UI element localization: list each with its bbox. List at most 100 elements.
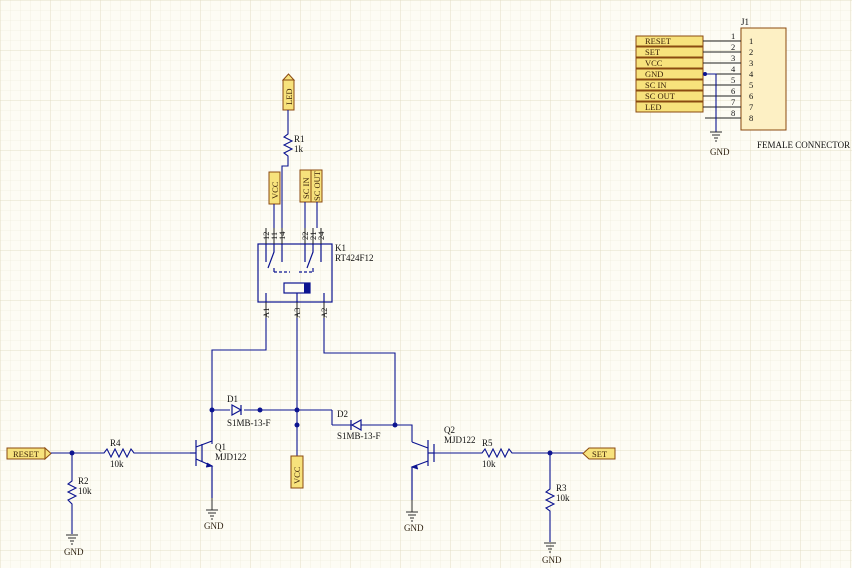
r4-ref: R4 [110, 438, 121, 448]
q2-ref: Q2 [444, 425, 455, 435]
diode-d2[interactable]: D2 S1MB-13-F [337, 409, 381, 441]
j1-pin-number-inner: 5 [749, 80, 753, 90]
q2-ground-symbol: GND [404, 500, 424, 533]
j1-pin-number-inner: 7 [749, 102, 753, 112]
sc-in-label: SC IN [301, 178, 311, 200]
j1-body [740, 27, 787, 131]
j1-pin-number-inner: 3 [749, 58, 753, 68]
resistor-r3[interactable]: R3 10k [544, 483, 570, 542]
wire-sc-pins [304, 202, 318, 228]
j1-pin-number-inner: 4 [749, 69, 754, 79]
j1-value: FEMALE CONNECTOR [757, 140, 850, 150]
r2-ref: R2 [78, 476, 89, 486]
r5-ref: R5 [482, 438, 493, 448]
set-port-label: SET [592, 449, 608, 459]
wire-a2-q2 [323, 318, 413, 442]
j1-pin-label: SC OUT [645, 91, 676, 101]
r5-value: 10k [482, 459, 496, 469]
wire-r1-pin14 [281, 160, 289, 228]
resistor-r5[interactable]: R5 10k [476, 438, 523, 469]
j1-gnd-wire [703, 73, 717, 132]
j1-pin-number-outer: 6 [731, 86, 735, 96]
junction-a3 [294, 407, 300, 413]
j1-pin-number-inner: 2 [749, 47, 753, 57]
resistor-r2[interactable]: R2 10k [66, 476, 92, 534]
junction-d2-q2 [392, 422, 398, 428]
j1-pin-label: GND [645, 69, 663, 79]
junction-vcc [294, 422, 300, 428]
j1-pin-2[interactable]: SET 2 2 [635, 42, 753, 58]
j1-pin-number-outer: 4 [731, 64, 736, 74]
resistor-r1[interactable]: R1 1k [282, 130, 305, 160]
q1-gnd-label: GND [204, 521, 224, 531]
j1-pin-3[interactable]: VCC 3 3 [635, 53, 753, 69]
j1-ref: J1 [741, 17, 749, 27]
j1-pin-number-inner: 8 [749, 113, 753, 123]
d2-value: S1MB-13-F [337, 431, 381, 441]
j1-pin-6[interactable]: SC OUT 6 6 [635, 86, 753, 102]
vcc-top-label: VCC [270, 181, 280, 199]
resistor-r4[interactable]: R4 10k [100, 438, 150, 469]
diode-d1[interactable]: D1 S1MB-13-F [227, 394, 271, 428]
r1-value: 1k [294, 144, 304, 154]
q2-gnd-label: GND [404, 523, 424, 533]
j1-ground-symbol: GND [710, 131, 730, 157]
d2-ref: D2 [337, 409, 348, 419]
j1-pin-number-outer: 1 [731, 31, 735, 41]
reset-port[interactable]: RESET [6, 446, 52, 461]
q1-ref: Q1 [215, 442, 226, 452]
vcc-port-top[interactable]: VCC [268, 171, 281, 205]
r3-ref: R3 [556, 483, 567, 493]
j1-pin-number-inner: 6 [749, 91, 753, 101]
j1-pin-label: SET [645, 47, 661, 57]
wire-d2-node [331, 410, 346, 426]
j1-pin-number-outer: 2 [731, 42, 735, 52]
r2-value: 10k [78, 486, 92, 496]
sc-in-port[interactable]: SC IN [299, 169, 312, 203]
j1-pin-number-inner: 1 [749, 36, 753, 46]
j1-pin-7[interactable]: LED 7 7 [635, 97, 753, 113]
j1-pin-1[interactable]: RESET 1 1 [635, 31, 753, 47]
d1-ref: D1 [227, 394, 238, 404]
j1-pin-number-outer: 7 [731, 97, 735, 107]
set-port[interactable]: SET [582, 447, 616, 460]
r1-ref: R1 [294, 134, 305, 144]
d1-value: S1MB-13-F [227, 418, 271, 428]
j1-pin-number-outer: 3 [731, 53, 735, 63]
k1-value: RT424F12 [335, 253, 373, 263]
j1-pin-label: LED [645, 102, 662, 112]
j1-pin-label: RESET [645, 36, 672, 46]
r2-gnd-label: GND [64, 547, 84, 557]
q1-ground-symbol: GND [204, 498, 224, 531]
k1-ref: K1 [335, 243, 346, 253]
r3-value: 10k [556, 493, 570, 503]
led-port-label: LED [284, 88, 294, 105]
vcc-port-bottom[interactable]: VCC [290, 455, 304, 489]
r4-value: 10k [110, 459, 124, 469]
j1-pin-label: VCC [645, 58, 663, 68]
j1-pin-number-outer: 5 [731, 75, 735, 85]
r3-gnd-label: GND [542, 555, 562, 565]
j1-pin-label: SC IN [645, 80, 667, 90]
junction-j1-gnd [703, 72, 707, 76]
reset-port-label: RESET [13, 449, 40, 459]
r3-ground-symbol: GND [542, 542, 562, 565]
j1-pin-5[interactable]: SC IN 5 5 [635, 75, 753, 91]
vcc-bottom-label: VCC [292, 466, 302, 484]
sc-out-label: SC OUT [312, 170, 322, 201]
transistor-q2[interactable]: Q2 MJD122 [410, 425, 476, 500]
j1-gnd-label: GND [710, 147, 730, 157]
r2-ground-symbol: GND [64, 534, 84, 557]
j1-pin-number-outer: 8 [731, 108, 735, 118]
transistor-q1[interactable]: Q1 MJD122 [190, 410, 247, 498]
sc-out-port[interactable]: SC OUT [310, 169, 323, 203]
led-port[interactable]: LED [281, 73, 296, 111]
k1-body [257, 243, 333, 303]
q2-value: MJD122 [444, 435, 476, 445]
